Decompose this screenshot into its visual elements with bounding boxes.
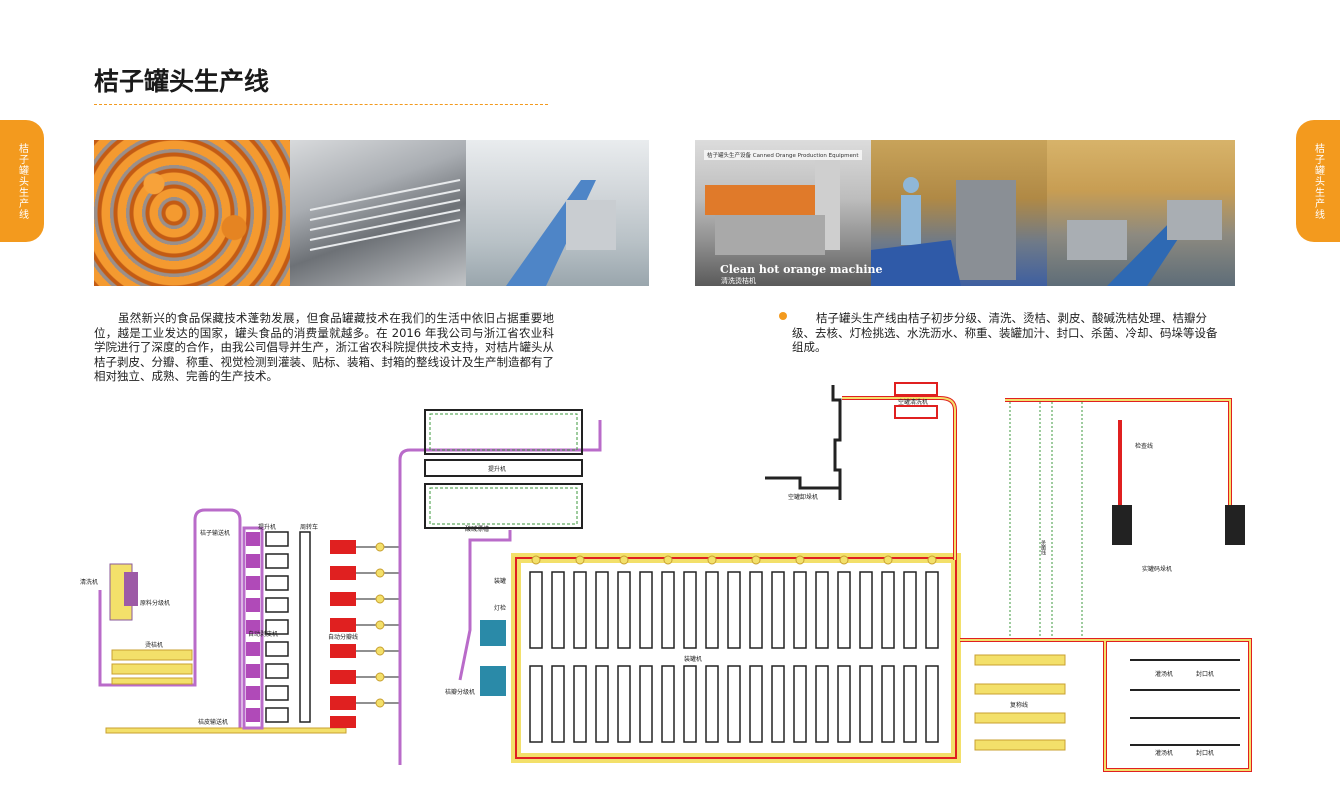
photo-caption-cn: 清洗烫桔机 — [721, 277, 756, 285]
photo-strip-right — [695, 140, 1235, 286]
label-syrup1: 灌汤机 — [1155, 671, 1174, 678]
title-divider — [94, 104, 548, 105]
label-acid-tank: 酸碱漂槽 — [465, 526, 490, 533]
side-tab-right[interactable]: 桔子罐头生产线 — [1296, 120, 1340, 242]
roller-lines — [309, 179, 461, 251]
page-title: 桔子罐头生产线 — [94, 67, 270, 96]
photo-tagline: 桔子罐头生产设备 Canned Orange Production Equipm… — [704, 150, 862, 160]
label-grading: 原料分级机 — [140, 600, 171, 607]
label-cart: 周转车 — [300, 524, 319, 531]
label-auto-split: 自动分瓣线 — [328, 634, 359, 641]
line-hall-photo — [1047, 140, 1235, 286]
scald-machine-photo — [695, 140, 875, 286]
side-tab-left[interactable]: 桔子罐头生产线 — [0, 120, 44, 242]
wash-grading-section — [98, 508, 347, 734]
label-peel-conveyor: 桔皮输送机 — [198, 719, 229, 726]
label-empty-wash: 空罐清洗机 — [898, 399, 929, 406]
label-segment-grading: 桔瓣分级机 — [445, 689, 476, 696]
label-seal2: 封口机 — [1196, 750, 1215, 757]
label-auto-peel: 自动剥皮机 — [248, 631, 279, 638]
acid-tanks — [424, 409, 583, 696]
workers-drawing — [871, 177, 1016, 286]
label-lift2: 提升机 — [488, 466, 507, 473]
intro-paragraph: 虽然新兴的食品保藏技术蓬勃发展，但食品罐藏技术在我们的生活中依旧占据重要地位，越… — [94, 311, 554, 383]
label-wash: 清洗机 — [80, 579, 99, 586]
label-syrup2: 灌汤机 — [1155, 750, 1174, 757]
label-sterilize: 杀菌线 — [1040, 540, 1046, 555]
label-lift1: 提升机 — [258, 524, 277, 531]
photo-strip-left — [94, 140, 649, 286]
workers-photo — [871, 140, 1051, 286]
label-lamp: 灯检 — [494, 605, 507, 612]
label-scald: 烫桔机 — [145, 642, 164, 649]
packaging-section — [765, 382, 1252, 772]
label-review: 复称线 — [1010, 702, 1029, 709]
canning-hall — [511, 553, 961, 763]
label-full-pallet: 实罐码垛机 — [1142, 566, 1173, 573]
label-inspection: 检查线 — [1135, 443, 1154, 450]
equipment-paragraph: 桔子罐头生产线由桔子初步分级、清洗、烫桔、剥皮、酸碱洗桔处理、桔瓣分级、去核、灯… — [792, 311, 1218, 354]
label-orange-conveyor: 桔子输送机 — [200, 530, 231, 537]
line-hall-drawing — [1067, 200, 1222, 286]
oranges-photo — [94, 140, 294, 286]
bullet-dot — [779, 312, 787, 320]
label-empty-unload: 空罐卸垛机 — [788, 494, 819, 501]
label-canning: 装罐机 — [684, 656, 703, 663]
photo-caption-en: Clean hot orange machine — [720, 263, 883, 276]
scald-machine-drawing — [705, 160, 840, 255]
roller-machine-photo — [290, 140, 470, 286]
blue-conveyor — [506, 180, 616, 286]
conveyor-hall-photo — [466, 140, 649, 286]
label-seal1: 封口机 — [1196, 671, 1215, 678]
label-fill: 装罐 — [494, 578, 507, 585]
